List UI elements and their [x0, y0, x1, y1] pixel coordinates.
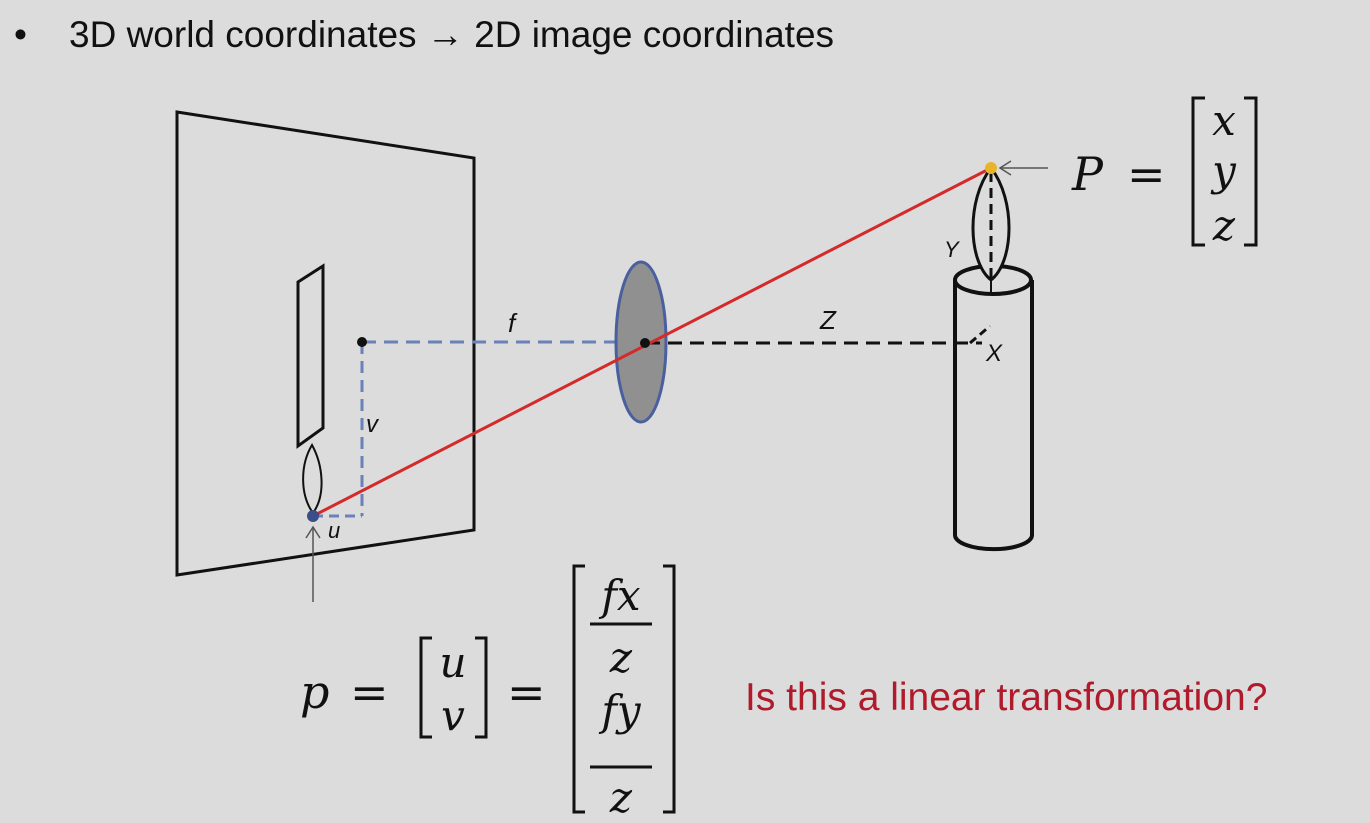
bullet-text: 3D world coordinates → 2D image coordina… [69, 14, 835, 55]
principal-point [357, 337, 367, 347]
world-point-equation: P = x y z [1071, 96, 1258, 250]
frac-vector-right-bracket [663, 564, 676, 814]
linear-transformation-question: Is this a linear transformation? [745, 676, 1268, 719]
projection-ray [312, 166, 992, 518]
world-point-symbol: P [1071, 147, 1104, 201]
world-point-arrow [998, 160, 1048, 176]
image-point-equals-2: = [507, 665, 546, 719]
optical-center [640, 338, 650, 348]
image-point-equals-1: = [350, 665, 389, 719]
world-vector-y: y [1210, 146, 1237, 195]
world-vector-x: x [1212, 96, 1236, 145]
image-point-symbol: p [300, 665, 329, 719]
label-v: v [366, 411, 380, 438]
label-y: Y [944, 237, 960, 262]
frac-vector-left-bracket [572, 564, 585, 814]
frac2-denominator: z [609, 773, 633, 822]
world-vector-right-bracket [1244, 96, 1258, 247]
uv-left-bracket [419, 636, 432, 739]
world-vector-left-bracket [1191, 96, 1205, 247]
bullet-marker: • [14, 14, 27, 55]
uv-right-bracket [475, 636, 488, 739]
frac2-numerator: fy [598, 686, 642, 735]
candle-bottom [953, 534, 1034, 552]
uv-v: v [441, 691, 465, 740]
image-plane [175, 110, 476, 577]
world-vector-z: z [1212, 201, 1236, 250]
image-point-equation: p = u v = fx z fy z [300, 564, 676, 822]
label-u: u [328, 518, 340, 543]
bullet-line: • 3D world coordinates → 2D image coordin… [14, 14, 834, 56]
image-point-marker [307, 510, 319, 522]
label-f: f [508, 308, 518, 338]
frac1-denominator: z [609, 633, 633, 682]
world-point-equals: = [1127, 147, 1166, 201]
projected-flame [302, 442, 323, 515]
world-point-marker [985, 162, 997, 174]
image-point-arrow [305, 525, 321, 602]
projected-candle-body [296, 263, 325, 449]
frac1-numerator: fx [598, 571, 641, 620]
x-axis-dash [969, 324, 991, 345]
label-z: Z [819, 305, 837, 335]
uv-u: u [439, 638, 466, 687]
label-x: X [985, 340, 1003, 367]
